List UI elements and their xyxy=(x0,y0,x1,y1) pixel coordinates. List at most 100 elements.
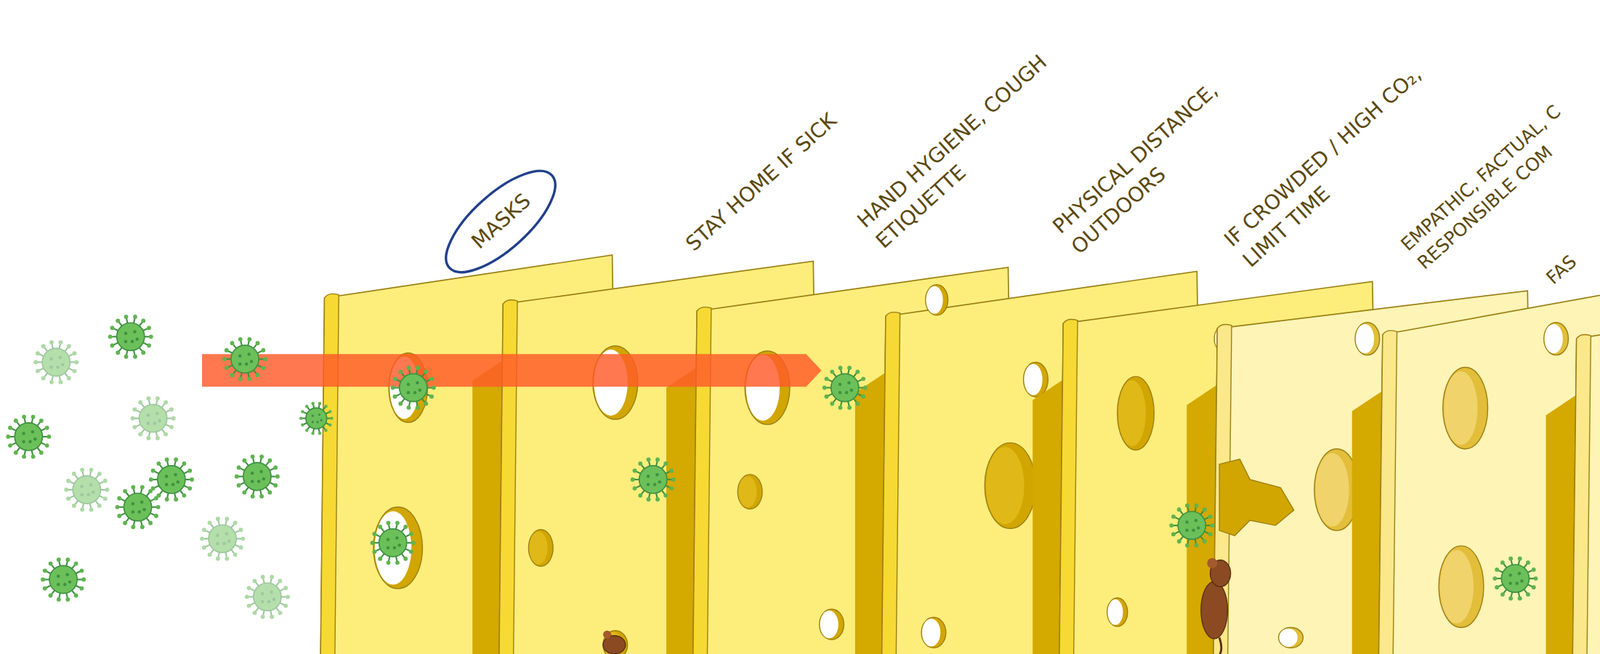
virus-dot xyxy=(319,419,322,422)
virus-knob xyxy=(140,318,146,323)
virus-dot xyxy=(31,430,35,434)
hole-through xyxy=(738,475,757,508)
virus-knob xyxy=(115,350,120,355)
virus-knob xyxy=(169,407,174,412)
hole-through xyxy=(1023,364,1042,396)
virus-dot xyxy=(79,484,83,488)
virus-knob xyxy=(115,318,120,323)
virus-knob xyxy=(103,496,108,501)
virus-dot xyxy=(227,539,231,543)
virus-knob xyxy=(260,614,266,620)
virus-knob xyxy=(329,416,333,420)
virus-knob xyxy=(66,375,72,381)
virus-dot xyxy=(68,580,72,584)
virus-dot xyxy=(847,381,851,385)
virus-dot xyxy=(124,340,128,343)
cheese-hole xyxy=(737,474,763,510)
virus-knob xyxy=(409,549,414,554)
virus-knob xyxy=(1185,543,1190,548)
mouse-icon xyxy=(1201,558,1231,654)
virus-dot xyxy=(646,474,650,478)
virus-knob xyxy=(163,432,168,437)
virus-knob xyxy=(838,405,843,410)
virus-knob xyxy=(423,369,428,375)
defence-layer-label: HAND HYGIENE, COUGH ETIQUETTE xyxy=(851,38,1083,255)
virus-knob xyxy=(173,457,179,463)
virus-knob xyxy=(247,337,252,342)
hole-through xyxy=(820,610,839,638)
virus-knob xyxy=(199,536,205,541)
virus-knob xyxy=(97,503,102,508)
virus-knob xyxy=(269,614,274,620)
virus-knob xyxy=(72,369,78,374)
mouse-body xyxy=(1201,581,1228,639)
cheese-hole xyxy=(373,507,423,589)
virus-knob xyxy=(824,376,830,381)
virus-dot xyxy=(28,439,32,443)
virus-knob xyxy=(247,585,252,591)
defence-layer-label: MASKS xyxy=(465,137,593,256)
virus-icon xyxy=(33,340,79,385)
virus-body xyxy=(208,524,237,553)
virus-knob xyxy=(283,603,288,609)
virus-knob xyxy=(1185,503,1190,508)
mouse-bite xyxy=(1219,459,1295,536)
virus-dot xyxy=(311,420,314,423)
virus-icon xyxy=(244,574,290,620)
virus-knob xyxy=(411,540,416,545)
virus-knob xyxy=(238,377,243,382)
virus-knob xyxy=(41,344,46,349)
virus-knob xyxy=(269,574,274,580)
virus-knob xyxy=(1531,584,1537,590)
virus-knob xyxy=(7,443,13,448)
virus-dot xyxy=(260,600,264,604)
cheese-hole xyxy=(1544,322,1569,356)
virus-icon xyxy=(63,467,109,513)
virus-knob xyxy=(260,348,266,353)
virus-dot xyxy=(153,421,157,425)
virus-body xyxy=(831,373,859,402)
virus-knob xyxy=(146,435,151,441)
virus-knob xyxy=(132,407,137,412)
slice-edge xyxy=(499,300,518,654)
virus-knob xyxy=(1202,507,1207,512)
virus-knob xyxy=(403,524,408,529)
virus-knob xyxy=(283,585,288,591)
virus-dot xyxy=(130,340,134,343)
virus-dot xyxy=(247,352,250,356)
virus-knob xyxy=(56,557,62,562)
mouse-icon xyxy=(603,630,626,654)
hole-through xyxy=(1355,324,1375,354)
virus-knob xyxy=(655,497,660,502)
cheese-slice xyxy=(1546,295,1600,654)
virus-knob xyxy=(1171,531,1176,537)
virus-knob xyxy=(74,561,79,567)
virus-dot xyxy=(838,382,842,386)
layer-label: EMPATHIC, FACTUAL, C RESPONSIBLE COM xyxy=(1395,68,1600,275)
virus-knob xyxy=(224,516,229,521)
virus-dot xyxy=(238,353,242,357)
virus-knob xyxy=(1525,560,1531,565)
virus-knob xyxy=(31,414,36,420)
virus-dot xyxy=(262,477,266,481)
virus-knob xyxy=(1171,514,1176,519)
virus-icon xyxy=(115,485,161,530)
virus-knob xyxy=(163,400,168,405)
slice-shadow xyxy=(666,366,697,654)
virus-knob xyxy=(155,435,160,441)
virus-dot xyxy=(138,510,141,513)
virus-knob xyxy=(115,504,120,510)
virus-knob xyxy=(370,540,375,545)
virus-knob xyxy=(855,369,860,375)
virus-knob xyxy=(393,394,398,399)
virus-knob xyxy=(42,568,48,573)
slice-shadow xyxy=(1352,390,1383,654)
virus-knob xyxy=(259,454,264,459)
virus-body xyxy=(1501,564,1529,593)
virus-knob xyxy=(122,489,128,494)
layer-label: STAY HOME IF SICK xyxy=(680,81,872,258)
virus-knob xyxy=(273,465,278,471)
cheese-hole xyxy=(603,630,628,654)
virus-icon xyxy=(234,454,280,499)
